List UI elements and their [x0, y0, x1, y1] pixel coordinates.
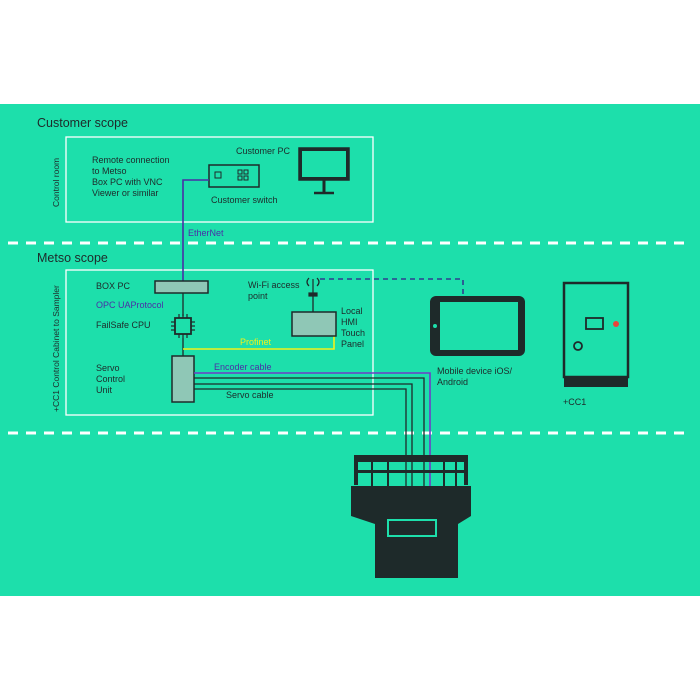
control-room-label: Control room — [51, 158, 61, 207]
control-cabinet-label: +CC1 Control Cabinet to Sampler — [51, 285, 61, 412]
encoder-cable-label: Encoder cable — [214, 362, 272, 373]
failsafe-cpu-label: FailSafe CPU — [96, 320, 151, 331]
opc-protocol-label: OPC UAProtocol — [96, 300, 164, 311]
servo-control-unit — [172, 356, 194, 402]
box-pc-label: BOX PC — [96, 281, 130, 292]
customer-switch — [209, 165, 259, 187]
servo-control-unit-label: Servo Control Unit — [96, 363, 125, 396]
cpu-chip-icon — [171, 314, 195, 338]
servo-cable-return — [194, 389, 406, 488]
remote-connection-note: Remote connection to Metso Box PC with V… — [92, 155, 170, 199]
customer-scope-title: Customer scope — [37, 116, 128, 130]
switch-grid-icon — [238, 170, 248, 180]
hmi-touch-panel — [292, 312, 336, 336]
switch-port-icon — [215, 172, 221, 178]
control-cabinet-icon — [564, 283, 628, 387]
customer-pc-label: Customer PC — [236, 146, 290, 157]
box-pc — [155, 281, 208, 293]
hmi-panel-label: Local HMI Touch Panel — [341, 306, 365, 350]
tablet-icon — [430, 296, 525, 356]
wifi-access-point-label: Wi-Fi access point — [248, 280, 300, 302]
profinet-label: Profinet — [240, 337, 271, 348]
metso-scope-title: Metso scope — [37, 251, 108, 265]
customer-switch-label: Customer switch — [211, 195, 278, 206]
monitor-icon — [299, 148, 349, 193]
antenna-icon — [307, 278, 319, 296]
ethernet-label: EtherNet — [188, 228, 224, 239]
wifi-wireless-link — [320, 279, 463, 296]
sampler-machine-icon — [351, 455, 471, 578]
mobile-device-label: Mobile device iOS/ Android — [437, 366, 512, 388]
servo-cable-label: Servo cable — [226, 390, 274, 401]
cabinet-label: +CC1 — [563, 397, 586, 408]
